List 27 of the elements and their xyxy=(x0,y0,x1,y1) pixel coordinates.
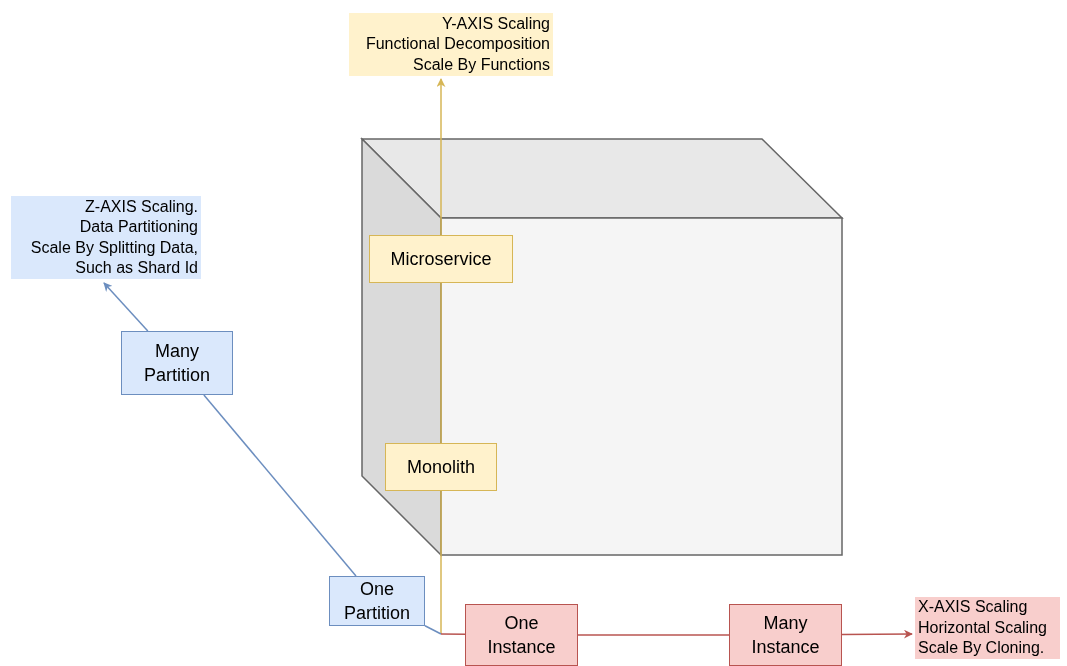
connector-line xyxy=(440,633,466,636)
arrow xyxy=(841,629,913,639)
arrow xyxy=(436,78,446,236)
note-text: Scale By Splitting Data, Such as Shard Id xyxy=(29,237,198,278)
label-box: Many Partition xyxy=(121,331,233,395)
label-box: Many Instance xyxy=(729,604,842,666)
connector-line xyxy=(203,394,357,577)
note-text: Z-AXIS Scaling. xyxy=(85,196,198,217)
connector-line xyxy=(440,490,442,635)
axis-note xyxy=(915,597,1060,659)
note-text: Horizontal Scaling xyxy=(918,617,1047,638)
label-box: One Partition xyxy=(329,576,425,626)
arrow xyxy=(103,282,149,332)
label-box: One Instance xyxy=(465,604,578,666)
connector-line xyxy=(424,625,442,635)
note-text: Y-AXIS Scaling xyxy=(442,13,550,34)
note-text: Data Partitioning xyxy=(79,217,198,237)
note-text: Scale By Functions xyxy=(413,54,550,75)
note-text: Scale By Cloning. xyxy=(918,638,1045,659)
axis-note xyxy=(349,13,553,76)
label-box: Monolith xyxy=(385,443,497,491)
note-text: Functional Decomposition xyxy=(365,34,550,55)
axis-note xyxy=(11,196,201,279)
connector-line xyxy=(577,634,730,636)
connector-line xyxy=(440,282,442,444)
note-text: X-AXIS Scaling xyxy=(918,597,1028,618)
label-box: Microservice xyxy=(369,235,513,283)
